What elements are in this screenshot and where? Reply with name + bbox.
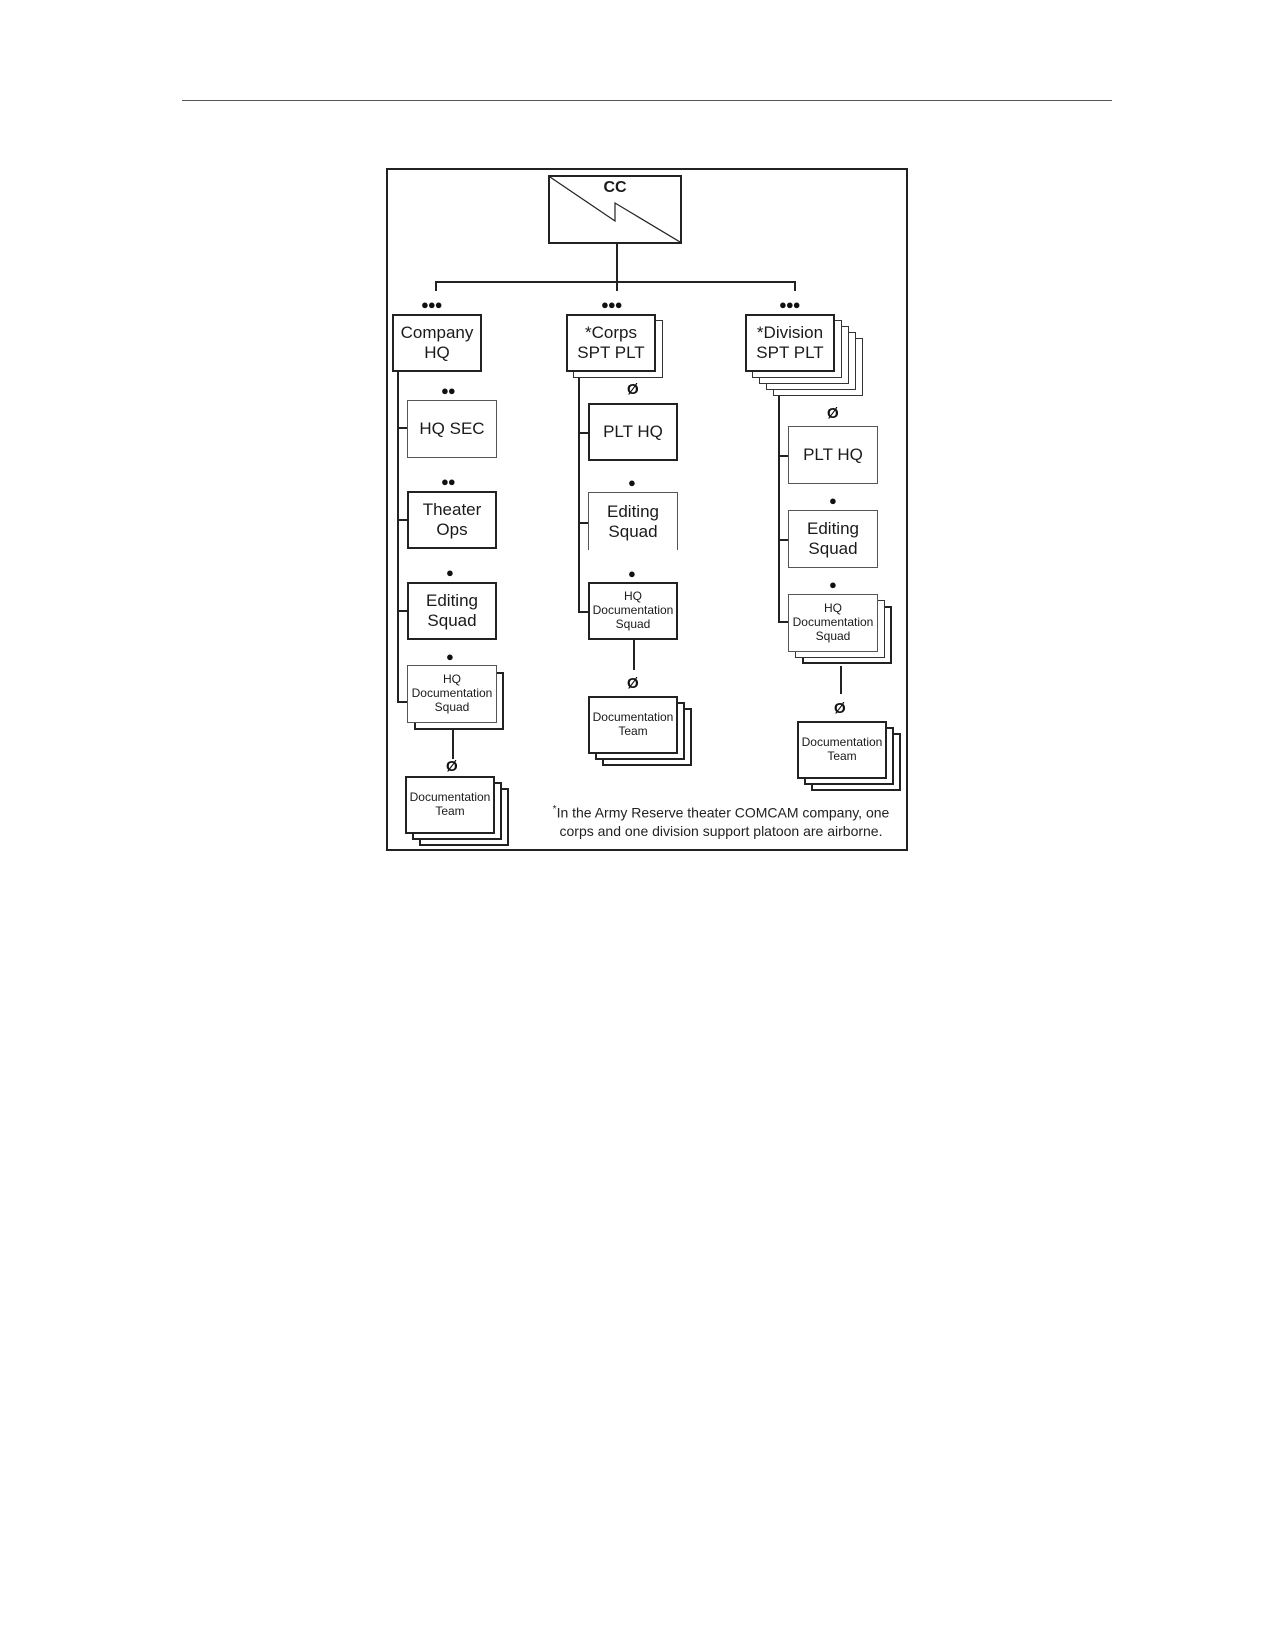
corps-doc-team-label-1: Documentation bbox=[592, 710, 674, 725]
company-hq-spine bbox=[397, 372, 399, 702]
division-hq-doc-label-2: Documentation bbox=[792, 615, 874, 630]
footnote-line-1: *In the Army Reserve theater COMCAM comp… bbox=[531, 803, 911, 822]
corps-hq-doc-squad-box: HQ Documentation Squad bbox=[588, 582, 678, 640]
top-branch-connector bbox=[435, 281, 795, 283]
left-doc-team-label-1: Documentation bbox=[409, 790, 491, 805]
corps-editing-label-2: Squad bbox=[608, 521, 658, 541]
division-plt-echelon: ●●● bbox=[779, 297, 801, 312]
division-doc-team-connector bbox=[840, 666, 842, 694]
division-doc-team-echelon: Ø bbox=[834, 700, 846, 717]
left-hq-doc-label-1: HQ bbox=[443, 672, 461, 687]
company-hq-box: Company HQ bbox=[392, 314, 482, 372]
branch-center-drop bbox=[616, 281, 618, 291]
hq-sec-box: HQ SEC bbox=[407, 400, 497, 458]
corps-hq-doc-label-2: Documentation bbox=[592, 603, 674, 618]
branch-left-drop bbox=[435, 281, 437, 291]
cc-label: CC bbox=[603, 179, 627, 196]
corps-plt-tick-1 bbox=[578, 432, 588, 434]
company-hq-label-1: Company bbox=[400, 323, 474, 343]
division-hq-doc-squad-box: HQ Documentation Squad bbox=[788, 594, 878, 652]
division-plt-tick-2 bbox=[778, 539, 788, 541]
airborne-footnote: *In the Army Reserve theater COMCAM comp… bbox=[531, 803, 911, 840]
left-editing-echelon: ● bbox=[446, 565, 454, 580]
division-plt-spine bbox=[778, 396, 780, 622]
corps-plt-box: *Corps SPT PLT bbox=[566, 314, 656, 372]
theater-ops-echelon: ●● bbox=[441, 474, 456, 489]
company-hq-tick-2 bbox=[397, 519, 407, 521]
division-doc-team-label-1: Documentation bbox=[801, 735, 883, 750]
cc-box: CC bbox=[548, 175, 682, 244]
left-hq-doc-label-3: Squad bbox=[434, 699, 470, 714]
corps-hq-doc-label-3: Squad bbox=[615, 616, 651, 631]
theater-ops-label-1: Theater bbox=[422, 500, 482, 520]
branch-right-drop bbox=[794, 281, 796, 291]
corps-doc-team-connector bbox=[633, 640, 635, 670]
left-hq-doc-echelon: ● bbox=[446, 649, 454, 664]
division-doc-team-box: Documentation Team bbox=[797, 721, 887, 779]
footnote-text-2: corps and one division support platoon a… bbox=[559, 822, 883, 839]
cc-down-connector bbox=[616, 244, 618, 282]
division-editing-label-2: Squad bbox=[808, 539, 858, 558]
corps-plt-hq-box: PLT HQ bbox=[588, 403, 678, 461]
division-plt-hq-box: PLT HQ bbox=[788, 426, 878, 484]
hq-sec-echelon: ●● bbox=[441, 383, 456, 398]
division-editing-squad-box: Editing Squad bbox=[788, 510, 878, 568]
corps-plt-tick-3 bbox=[578, 611, 588, 613]
left-hq-doc-squad-box: HQ Documentation Squad bbox=[407, 665, 497, 723]
corps-plt-tick-2 bbox=[578, 522, 588, 524]
footnote-text-1: In the Army Reserve theater COMCAM compa… bbox=[556, 804, 890, 821]
division-plt-tick-1 bbox=[778, 455, 788, 457]
corps-hq-doc-label-1: HQ bbox=[624, 589, 642, 604]
corps-plt-echelon: ●●● bbox=[601, 297, 623, 312]
footnote-marker: * bbox=[552, 804, 557, 815]
company-hq-label-2: HQ bbox=[424, 343, 450, 362]
corps-plt-label-1: *Corps bbox=[585, 323, 637, 343]
division-plt-tick-3 bbox=[778, 621, 788, 623]
division-plt-label-2: SPT PLT bbox=[756, 343, 824, 362]
left-editing-label-1: Editing bbox=[426, 591, 478, 611]
corps-doc-team-label-2: Team bbox=[618, 724, 648, 738]
company-hq-tick-1 bbox=[397, 427, 407, 429]
corps-editing-label-1: Editing bbox=[607, 501, 659, 521]
company-hq-tick-3 bbox=[397, 610, 407, 612]
hq-sec-label: HQ SEC bbox=[419, 419, 485, 439]
division-hq-doc-echelon: ● bbox=[829, 577, 837, 592]
left-editing-label-2: Squad bbox=[427, 611, 477, 630]
division-hq-doc-label-3: Squad bbox=[815, 628, 851, 643]
org-chart-frame bbox=[386, 168, 908, 851]
left-hq-doc-label-2: Documentation bbox=[411, 686, 493, 701]
corps-plt-hq-label: PLT HQ bbox=[603, 422, 663, 442]
division-editing-echelon: ● bbox=[829, 493, 837, 508]
corps-editing-echelon: ● bbox=[628, 475, 636, 490]
corps-plt-spine bbox=[578, 378, 580, 612]
left-editing-squad-box: Editing Squad bbox=[407, 582, 497, 640]
left-doc-team-connector bbox=[452, 730, 454, 759]
corps-plt-label-2: SPT PLT bbox=[577, 343, 645, 362]
corps-hq-doc-echelon: ● bbox=[628, 566, 636, 581]
company-hq-echelon: ●●● bbox=[421, 297, 443, 312]
left-doc-team-echelon: Ø bbox=[446, 758, 458, 775]
division-plt-hq-label: PLT HQ bbox=[803, 445, 863, 465]
corps-plt-hq-echelon: Ø bbox=[627, 381, 639, 398]
corps-editing-squad-box: Editing Squad bbox=[588, 492, 678, 550]
corps-doc-team-box: Documentation Team bbox=[588, 696, 678, 754]
theater-ops-label-2: Ops bbox=[436, 520, 468, 539]
left-doc-team-label-2: Team bbox=[435, 804, 465, 818]
left-doc-team-box: Documentation Team bbox=[405, 776, 495, 834]
company-hq-tick-4 bbox=[397, 701, 407, 703]
division-hq-doc-label-1: HQ bbox=[824, 601, 842, 616]
division-doc-team-label-2: Team bbox=[827, 749, 857, 763]
division-plt-label-1: *Division bbox=[756, 323, 824, 343]
corps-doc-team-echelon: Ø bbox=[627, 675, 639, 692]
division-plt-box: *Division SPT PLT bbox=[745, 314, 835, 372]
division-plt-hq-echelon: Ø bbox=[827, 405, 839, 422]
page-header-rule bbox=[182, 100, 1112, 101]
theater-ops-box: Theater Ops bbox=[407, 491, 497, 549]
division-editing-label-1: Editing bbox=[807, 519, 859, 539]
signal-lightning-icon bbox=[550, 177, 680, 242]
